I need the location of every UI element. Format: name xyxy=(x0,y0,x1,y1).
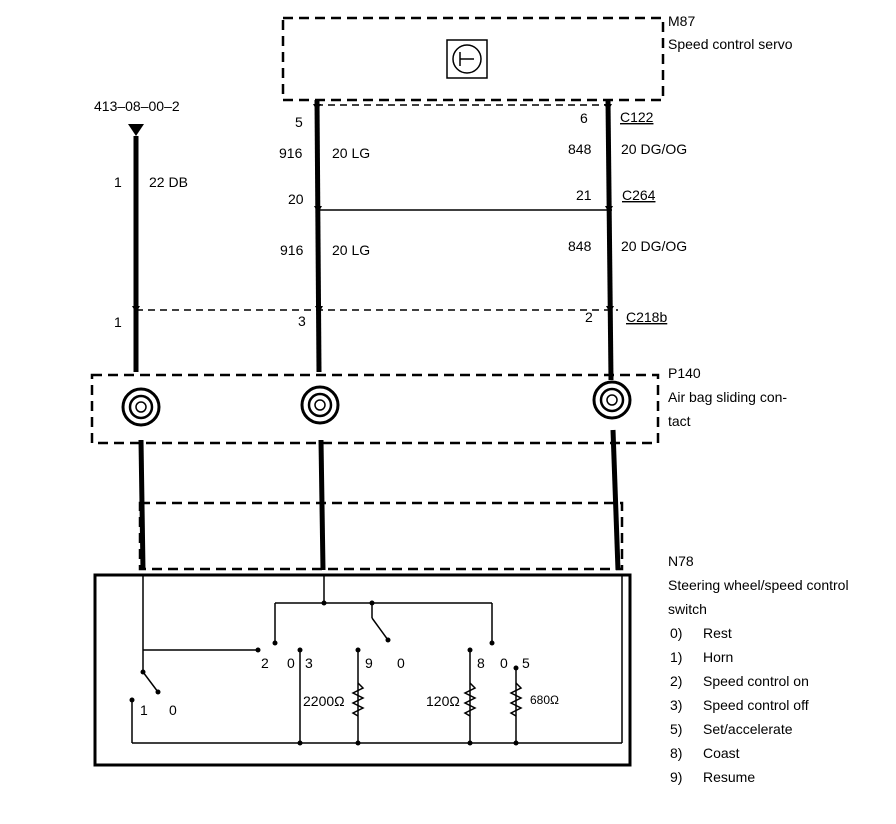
sliding-contact-box xyxy=(90,373,660,445)
clockspring-mid-icon xyxy=(300,385,340,425)
contact-8: 8 xyxy=(477,655,485,671)
sliding-contact-name-1: Air bag sliding con- xyxy=(668,389,787,405)
sliding-contact-id: P140 xyxy=(668,365,701,381)
legend-text: Speed control off xyxy=(703,697,809,713)
right-spec-b: 20 DG/OG xyxy=(621,238,687,254)
sliding-contact-name-2: tact xyxy=(668,413,691,429)
wire-mid-lower xyxy=(318,439,326,571)
mid-pin-servo: 5 xyxy=(295,114,303,130)
legend-key: 1) xyxy=(670,649,682,665)
contact-3: 3 xyxy=(305,655,313,671)
resistor-680-icon xyxy=(509,682,523,717)
clockspring-left-icon xyxy=(121,387,161,427)
connector-c264-label: C264 xyxy=(622,187,656,203)
legend-text: Set/accelerate xyxy=(703,721,793,737)
switch-id: N78 xyxy=(668,553,694,569)
mid-pin-c264: 20 xyxy=(288,191,304,207)
resistor-120-icon xyxy=(463,682,477,717)
connector-c122-label: C122 xyxy=(620,109,654,125)
legend-key: 0) xyxy=(670,625,682,641)
resistor-2200-icon xyxy=(351,682,365,717)
contact-0c: 0 xyxy=(500,655,508,671)
pin-markers xyxy=(132,104,614,313)
legend-text: Horn xyxy=(703,649,733,665)
legend-key: 8) xyxy=(670,745,682,761)
servo-name: Speed control servo xyxy=(668,36,793,52)
left-wire-spec: 22 DB xyxy=(149,174,188,190)
left-pin-c218b: 1 xyxy=(114,314,122,330)
right-pin-servo: 6 xyxy=(580,110,588,126)
legend-key: 5) xyxy=(670,721,682,737)
left-pin-top: 1 xyxy=(114,174,122,190)
switch-internal-wiring xyxy=(131,575,623,744)
mid-pin-c218b: 3 xyxy=(298,313,306,329)
switch-name-2: switch xyxy=(668,601,707,617)
contact-0b: 0 xyxy=(397,655,405,671)
legend-key: 3) xyxy=(670,697,682,713)
contact-5: 5 xyxy=(522,655,530,671)
switch-box xyxy=(93,573,632,767)
servo-id: M87 xyxy=(668,13,695,29)
contact-1: 1 xyxy=(140,702,148,718)
switch-name-1: Steering wheel/speed control xyxy=(668,577,849,593)
right-pin-c218b: 2 xyxy=(585,309,593,325)
mid-spec-a: 20 LG xyxy=(332,145,370,161)
wire-right xyxy=(605,99,614,381)
legend-text: Rest xyxy=(703,625,732,641)
right-circuit-a: 848 xyxy=(568,141,592,157)
servo-box xyxy=(281,16,665,102)
mid-spec-b: 20 LG xyxy=(332,242,370,258)
wire-mid xyxy=(314,99,322,373)
servo-motor-icon xyxy=(446,39,488,79)
resistor-680-label: 680Ω xyxy=(530,693,559,707)
legend-text: Speed control on xyxy=(703,673,809,689)
clockspring-right-icon xyxy=(592,380,632,420)
legend: 0) Rest 1) Horn 2) Speed control on 3) S… xyxy=(670,625,809,785)
reference-arrow-icon xyxy=(128,124,144,136)
contact-0d: 0 xyxy=(169,702,177,718)
connector-c218b-label: C218b xyxy=(626,309,667,325)
contact-9: 9 xyxy=(365,655,373,671)
legend-key: 9) xyxy=(670,769,682,785)
wire-left-lower xyxy=(138,439,146,571)
contact-dots xyxy=(129,600,519,746)
legend-text: Resume xyxy=(703,769,755,785)
lower-connector-box xyxy=(138,501,624,571)
wire-right-lower xyxy=(610,429,621,571)
contact-2: 2 xyxy=(261,655,269,671)
legend-text: Coast xyxy=(703,745,740,761)
contact-0a: 0 xyxy=(287,655,295,671)
resistor-2200-label: 2200Ω xyxy=(303,693,345,709)
resistor-120-label: 120Ω xyxy=(426,693,460,709)
mid-circuit-a: 916 xyxy=(279,145,303,161)
legend-key: 2) xyxy=(670,673,682,689)
right-pin-c264: 21 xyxy=(576,187,592,203)
right-circuit-b: 848 xyxy=(568,238,592,254)
reference-label: 413–08–00–2 xyxy=(94,98,180,114)
mid-circuit-b: 916 xyxy=(280,242,304,258)
right-spec-a: 20 DG/OG xyxy=(621,141,687,157)
